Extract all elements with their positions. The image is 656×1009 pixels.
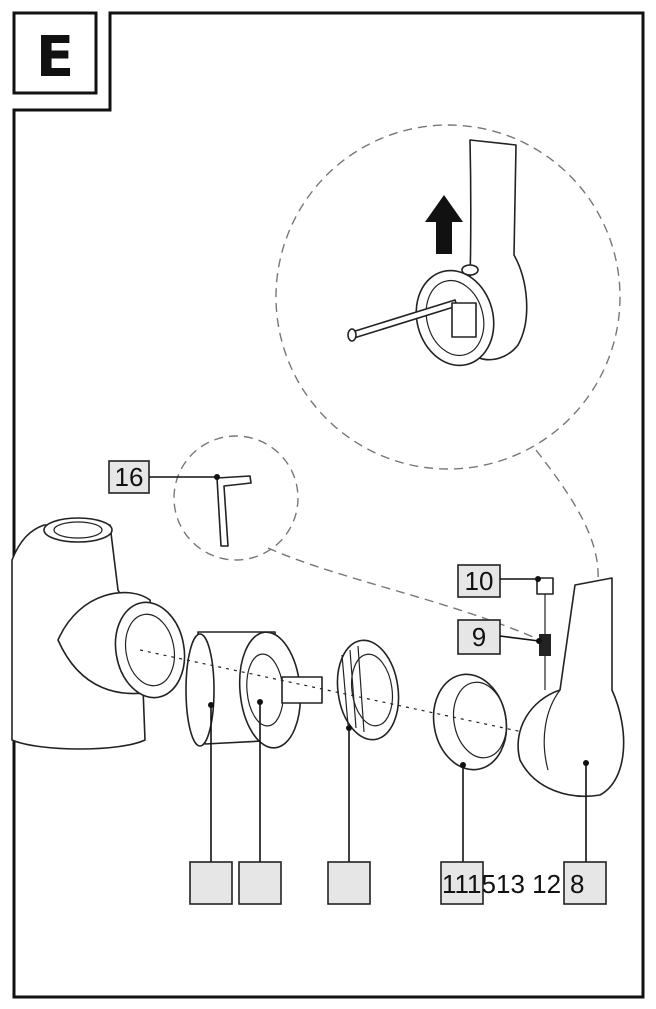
callout-box-nut [327, 861, 371, 905]
callout-10: 10 [457, 564, 541, 598]
detail-leader-handle [535, 449, 599, 581]
handle [517, 577, 625, 798]
callout-box-ring [440, 861, 484, 905]
cover-ring [432, 673, 508, 771]
callout-8-label: 8 [570, 869, 584, 899]
grub-screw [539, 634, 551, 656]
callout-16-label: 16 [115, 462, 144, 492]
detail-circle-handle [275, 124, 621, 470]
bottom-label-strip: 111513 12 [442, 869, 561, 899]
callout-box-spindle [238, 861, 282, 905]
hex-key-icon [216, 475, 252, 547]
step-letter: E [36, 25, 74, 90]
callout-box-handle [563, 861, 607, 905]
detail-insert-block [451, 302, 477, 338]
step-label: E [12, 11, 98, 95]
bottom-leaders [208, 699, 589, 862]
page-frame [12, 11, 645, 999]
callout-box-cartridge [189, 861, 233, 905]
cartridge [185, 631, 323, 749]
up-arrow-icon [425, 195, 463, 254]
detail-circle-hexkey [173, 435, 299, 561]
callout-10-label: 10 [465, 566, 494, 596]
valve-body [11, 517, 186, 750]
detail-leader-hexkey [267, 547, 541, 641]
locking-nut [336, 639, 400, 741]
callout-9-label: 9 [472, 622, 486, 652]
callout-16: 16 [108, 460, 220, 494]
callout-9: 9 [457, 619, 542, 655]
